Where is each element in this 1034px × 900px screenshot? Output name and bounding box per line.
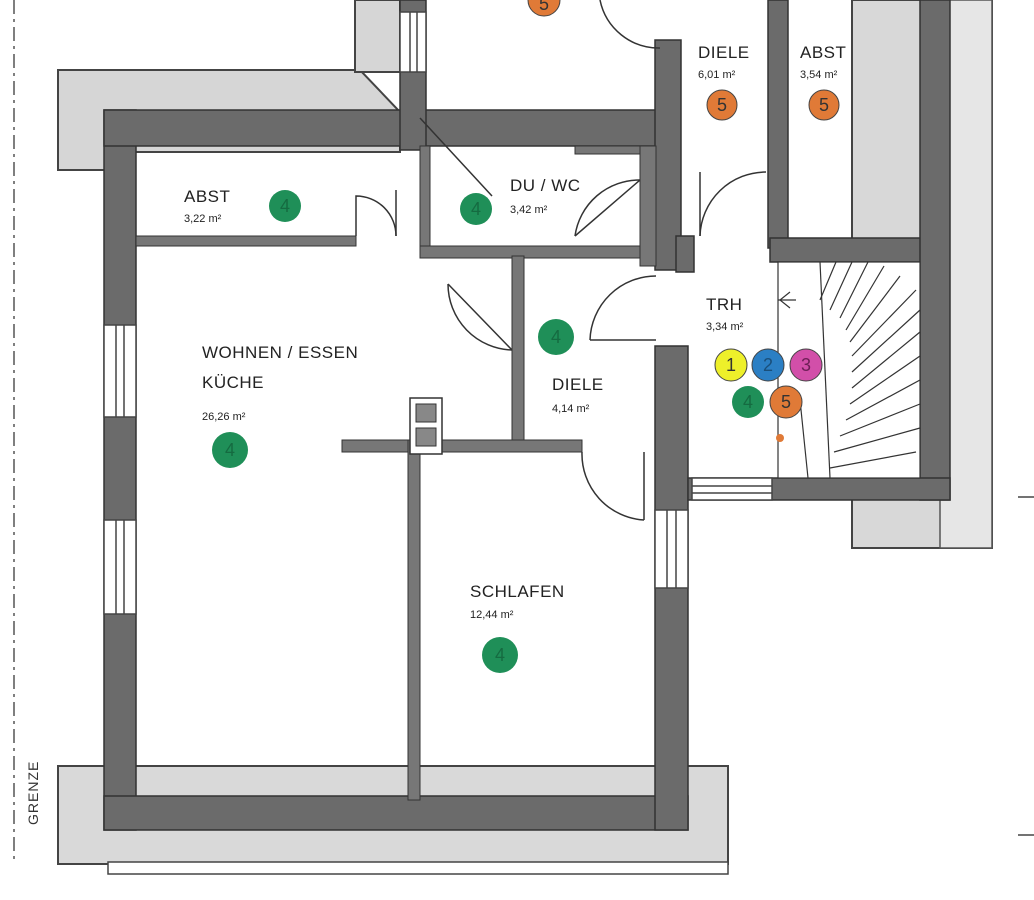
svg-text:5: 5 — [717, 95, 727, 115]
svg-text:3,22 m²: 3,22 m² — [184, 213, 222, 225]
svg-text:3,34 m²: 3,34 m² — [706, 321, 744, 333]
room-abst-left: ABST 3,22 m² 4 — [184, 187, 301, 225]
svg-text:DU / WC: DU / WC — [510, 176, 581, 195]
room-trh: TRH 3,34 m² 1 2 3 4 5 — [706, 295, 823, 442]
room-wohnen: WOHNEN / ESSEN KÜCHE 26,26 m² 4 — [202, 343, 358, 468]
shaft-symbol — [409, 397, 443, 455]
svg-text:26,26 m²: 26,26 m² — [202, 411, 246, 423]
svg-text:DIELE: DIELE — [552, 375, 604, 394]
doors — [355, 0, 767, 521]
terrace-edge — [107, 861, 729, 875]
svg-text:5: 5 — [781, 392, 791, 412]
svg-text:4,14 m²: 4,14 m² — [552, 403, 590, 415]
page-edge — [980, 888, 1034, 900]
svg-text:12,44 m²: 12,44 m² — [470, 609, 514, 621]
room-du-wc: DU / WC 3,42 m² 4 — [460, 176, 581, 225]
boundary-label: GRENZE — [25, 761, 41, 825]
svg-text:DIELE: DIELE — [698, 43, 750, 62]
room-diele-top: DIELE 6,01 m² 5 — [698, 43, 750, 121]
svg-text:4: 4 — [471, 199, 481, 219]
svg-text:6,01 m²: 6,01 m² — [698, 69, 736, 81]
room-abst-top: ABST 3,54 m² 5 — [800, 43, 846, 121]
room-schlafen: SCHLAFEN 12,44 m² 4 — [470, 582, 565, 673]
svg-text:2: 2 — [763, 355, 773, 375]
svg-text:1: 1 — [726, 355, 736, 375]
windows — [103, 11, 773, 615]
svg-text:4: 4 — [280, 196, 290, 216]
svg-text:4: 4 — [551, 327, 561, 347]
svg-text:4: 4 — [225, 440, 235, 460]
diagonal-line — [419, 117, 493, 197]
svg-text:3,54 m²: 3,54 m² — [800, 69, 838, 81]
room-diele-mid: 4 DIELE 4,14 m² — [538, 319, 604, 415]
svg-text:TRH: TRH — [706, 295, 742, 314]
svg-text:3,42 m²: 3,42 m² — [510, 204, 548, 216]
svg-text:5: 5 — [539, 0, 549, 14]
svg-text:4: 4 — [495, 645, 505, 665]
inner-walls — [135, 145, 657, 801]
svg-text:ABST: ABST — [800, 43, 846, 62]
svg-text:SCHLAFEN: SCHLAFEN — [470, 582, 565, 601]
svg-text:KÜCHE: KÜCHE — [202, 373, 264, 392]
svg-text:3: 3 — [801, 355, 811, 375]
svg-text:4: 4 — [743, 392, 753, 412]
wall-top-left — [354, 0, 401, 73]
svg-text:ABST: ABST — [184, 187, 230, 206]
badge-top-cut: 5 — [527, 0, 561, 17]
svg-text:WOHNEN / ESSEN: WOHNEN / ESSEN — [202, 343, 358, 362]
svg-text:5: 5 — [819, 95, 829, 115]
